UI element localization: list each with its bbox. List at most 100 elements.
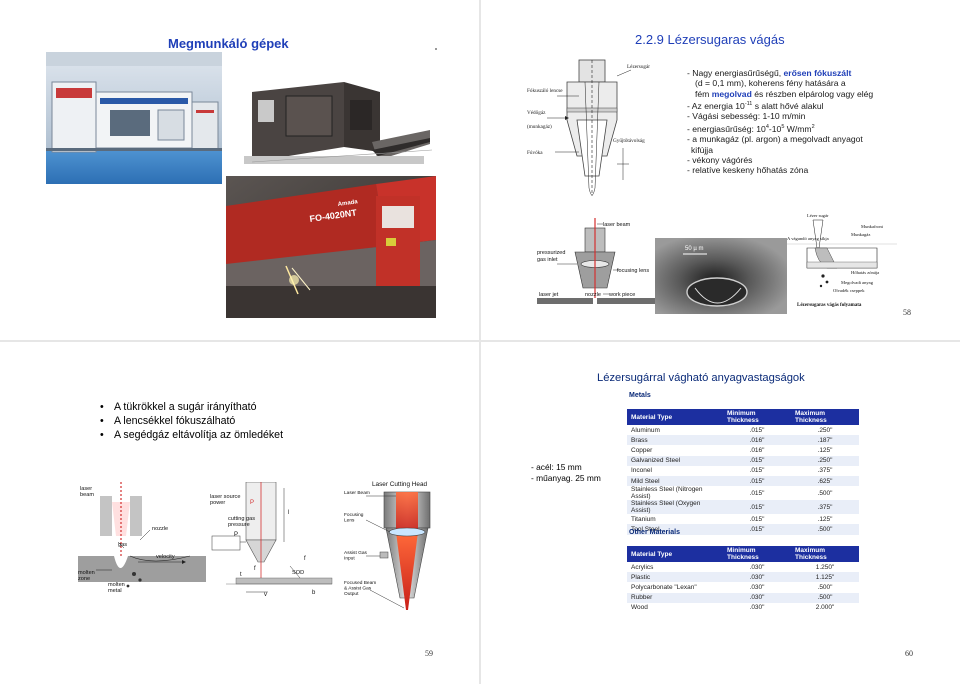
cell-material: Stainless Steel (Nitrogen Assist) <box>627 486 723 501</box>
label-collector-distance: Gyűjtőtávolság <box>613 138 645 144</box>
label-gas: gas <box>118 542 127 548</box>
bullet-item: A lencsékkel fókuszálható <box>100 414 283 428</box>
bullet-line-9: - vékony vágórés <box>687 154 753 165</box>
cell-material: Brass <box>627 435 723 446</box>
table-row: Plastic.030"1.125" <box>627 572 859 583</box>
cell-min-thickness: .015" <box>723 455 791 466</box>
process-caption: Lézersugaras vágás folyamata <box>797 303 862 308</box>
table-row: Titanium.015".125" <box>627 514 859 525</box>
machine-brand-text: Amada <box>337 199 358 208</box>
label-sod: SOD <box>292 570 304 576</box>
bullet-line-10: - relatíve keskeny hőhatás zóna <box>687 165 809 176</box>
bullet-line-1: - Nagy energiasűrűségű, erősen fókuszált <box>687 68 852 78</box>
cell-max-thickness: .125" <box>791 514 859 525</box>
cell-material: Wood <box>627 602 723 613</box>
label-power-p: P <box>250 500 254 506</box>
table-row: Polycarbonate "Lexan".030".500" <box>627 582 859 593</box>
laser-machine-photo-2 <box>232 52 432 182</box>
label-cut-plane: A vágandó anyag síkja <box>787 236 829 241</box>
cell-max-thickness: .625" <box>791 475 859 487</box>
cell-min-thickness: .030" <box>723 602 791 613</box>
slide-58: 2.2.9 Lézersugaras vágás Fókuszáló lencs… <box>481 0 960 340</box>
cell-material: Tool Steel <box>627 524 723 535</box>
bullet-line-5: - Vágási sebesség: 1-10 m/min <box>687 111 806 122</box>
table-row: Aluminum.015".250" <box>627 425 859 436</box>
label-l: l <box>288 510 289 516</box>
note-steel: - acél: 15 mm <box>531 462 582 472</box>
slide-60: Lézersugárral vágható anyagvastagságok -… <box>481 342 960 684</box>
label-f: f <box>304 556 306 562</box>
label-molten-material: Megolvadt anyag <box>841 280 874 285</box>
bullet-line-2: (d = 0,1 mm), koherens fény hatására a <box>695 78 846 89</box>
bullet-item: A tükrökkel a sugár irányítható <box>100 400 283 414</box>
label-v: v <box>264 592 267 598</box>
bullet-line-3: fém megolvad és részben elpárolog vagy e… <box>695 88 874 99</box>
cutting-process-diagram: Lézer sugár A vágandó anyag síkja Munkag… <box>787 210 897 310</box>
slide-title: 2.2.9 Lézersugaras vágás <box>635 32 785 47</box>
other-materials-heading: Other Materials <box>629 529 680 536</box>
label-work-gas: (munkagáz) <box>527 123 552 130</box>
dot <box>435 48 437 50</box>
table-row: Stainless Steel (Oxygen Assist).015".375… <box>627 500 859 515</box>
col-min-thickness: Minimum Thickness <box>723 409 791 425</box>
label-laser-beam: Lézersugár <box>627 64 650 70</box>
cell-min-thickness: .016" <box>723 445 791 456</box>
cell-max-thickness: 2.000" <box>791 602 859 613</box>
slide-title: Lézersugárral vágható anyagvastagságok <box>597 372 805 384</box>
laser-machine-photo-1 <box>46 52 222 184</box>
cell-material: Aluminum <box>627 425 723 436</box>
cell-material: Acrylics <box>627 562 723 573</box>
emphasis-melts: megolvad <box>711 88 752 99</box>
cell-material: Galvanized Steel <box>627 455 723 466</box>
label-pressure-p: P <box>234 532 238 538</box>
label-laser-beam: Lézer sugár <box>807 213 829 218</box>
table-row: Tool Steel.015".500" <box>627 524 859 535</box>
bullet-line-4: - Az energia 10-11 s alatt hővé alakul <box>687 101 824 112</box>
cell-min-thickness: .015" <box>723 500 791 515</box>
table-row: Rubber.030".500" <box>627 592 859 603</box>
table-row: Stainless Steel (Nitrogen Assist).015".5… <box>627 486 859 501</box>
label-droplets: Olvadék cseppek <box>833 288 865 293</box>
bullet-line-8: kifújja <box>691 144 713 155</box>
label-work-piece: work piece <box>608 292 635 298</box>
col-material-type: Material Type <box>627 409 723 425</box>
table-header-row: Material Type Minimum Thickness Maximum … <box>627 409 859 425</box>
cell-min-thickness: .015" <box>723 524 791 535</box>
label-pressurized: pressurized <box>537 250 565 256</box>
label-laser-beam: laser beam <box>603 222 631 228</box>
cell-material: Stainless Steel (Oxygen Assist) <box>627 500 723 515</box>
cell-min-thickness: .015" <box>723 475 791 487</box>
cell-min-thickness: .030" <box>723 572 791 583</box>
table-row: Galvanized Steel.015".250" <box>627 455 859 466</box>
cell-max-thickness: 1.250" <box>791 562 859 573</box>
cell-min-thickness: .015" <box>723 465 791 476</box>
other-materials-table: Material Type Minimum Thickness Maximum … <box>627 546 859 613</box>
micrograph-image: 50 µ m <box>655 238 787 314</box>
label-fs: f <box>254 566 256 572</box>
bullet-list: A tükrökkel a sugár irányítható A lencsé… <box>100 400 283 442</box>
bullet-item: A segédgáz eltávolítja az ömledéket <box>100 428 283 442</box>
cell-material: Rubber <box>627 592 723 603</box>
label-t: t <box>240 572 242 578</box>
label-focusing-lens: focusing lens <box>617 268 649 274</box>
bullet-line-6: - energiasűrűség: 104-105 W/mm2 <box>687 123 815 134</box>
table-row: Mild Steel.015".625" <box>627 475 859 487</box>
scale-bar-label: 50 µ m <box>685 246 703 252</box>
label-protective-gas: Védőgáz <box>527 110 546 116</box>
cell-min-thickness: .030" <box>723 592 791 603</box>
head-title: Laser Cutting Head <box>372 481 428 488</box>
cell-material: Copper <box>627 445 723 456</box>
table-row: Brass.016".187" <box>627 435 859 446</box>
cell-max-thickness: .250" <box>791 455 859 466</box>
cell-max-thickness: .375" <box>791 500 859 515</box>
label-laser-jet: laser jet <box>539 292 559 298</box>
cell-min-thickness: .015" <box>723 486 791 501</box>
